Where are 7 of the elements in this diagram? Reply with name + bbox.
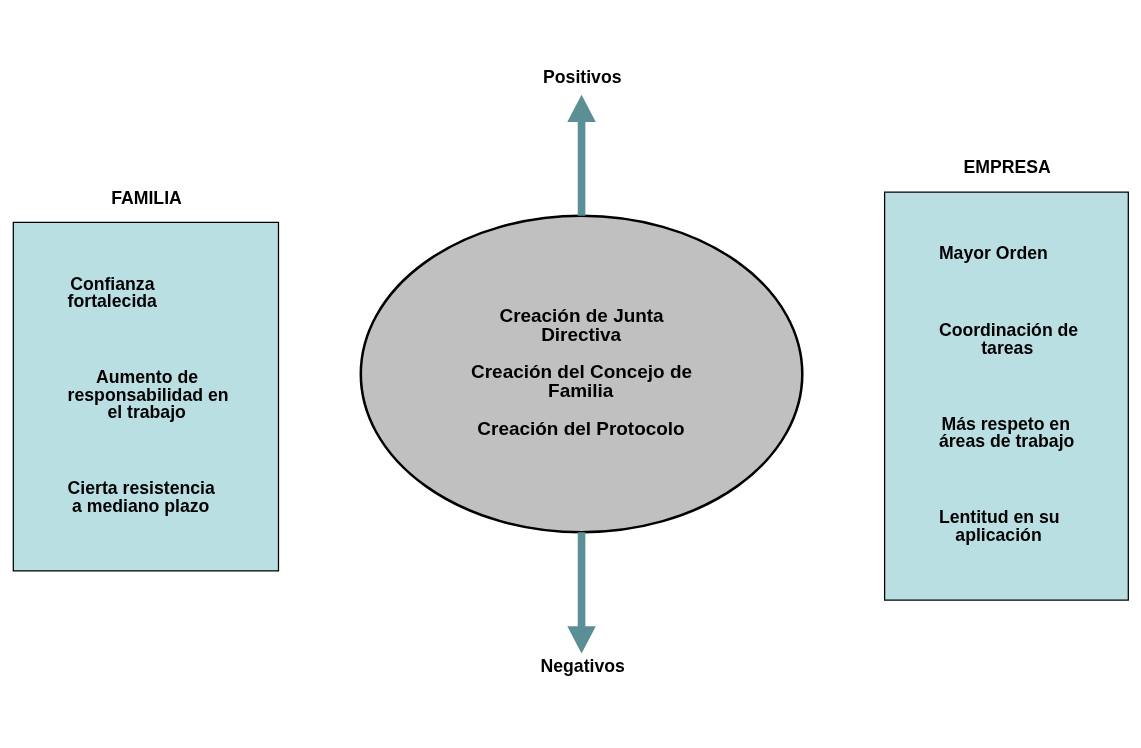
node-ellipse: Creación de Junta Directiva Creación del Concejo de Familia Creación del Protocolo xyxy=(359,214,804,534)
node-label: FAMILIA xyxy=(111,187,182,208)
node-label: EMPRESA xyxy=(963,157,1051,178)
arrow xyxy=(567,94,596,216)
arrow xyxy=(567,532,596,654)
node-text: Negativos xyxy=(540,655,625,676)
node-text: Positivos xyxy=(543,67,622,88)
